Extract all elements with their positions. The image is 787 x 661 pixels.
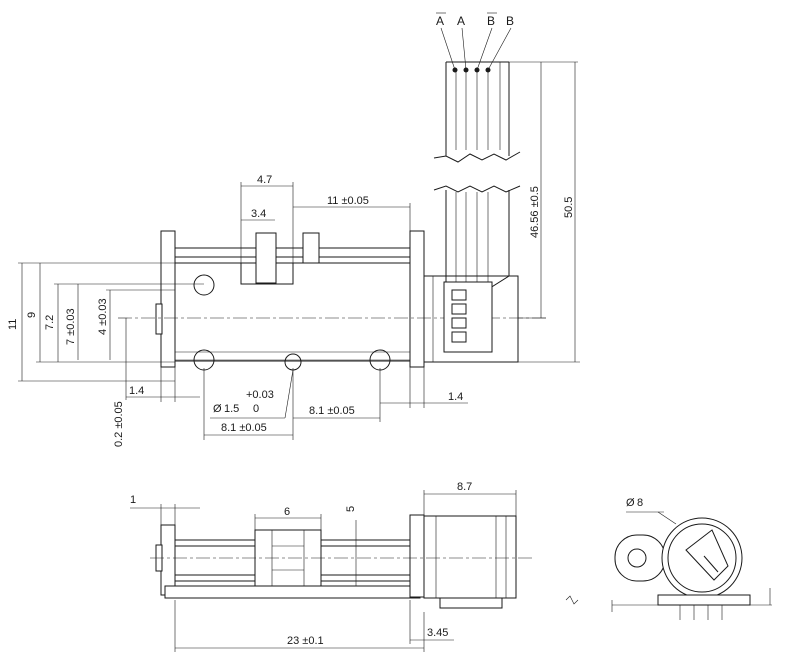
- dim-hole-tol-lower: 0: [253, 403, 259, 415]
- mount-hole-3: [284, 353, 302, 371]
- side-base-plate: [164, 585, 421, 599]
- dim-3-4: 3.4: [251, 208, 266, 220]
- end-bracket-right: [409, 230, 425, 368]
- dim-dia-8-symbol: Ø: [626, 497, 635, 509]
- side-view: [150, 514, 532, 609]
- dim-0-2: 0.2 ±0.05: [113, 401, 125, 447]
- dim-23: 23 ±0.1: [287, 635, 324, 647]
- pin-label-4: B: [506, 14, 514, 28]
- dim-9: 9: [26, 312, 38, 318]
- end-clamp: [614, 534, 666, 582]
- dim-hole-tol-upper: +0.03: [246, 389, 274, 401]
- top-dimensions: 4.7 3.4 11 ±0.05 46.56 ±0.5 50.5 11 9 7.…: [7, 61, 580, 447]
- end-base: [657, 594, 751, 606]
- dim-7-tol: 7 ±0.03: [65, 308, 77, 345]
- pin-label-3: B: [487, 14, 495, 28]
- side-bracket-right: [409, 514, 425, 598]
- dim-11: 11: [7, 319, 19, 330]
- dim-6: 6: [284, 506, 290, 518]
- side-motor: [423, 515, 517, 599]
- dim-11-tol: 11 ±0.05: [327, 195, 369, 207]
- dim-8-1-right: 8.1 ±0.05: [309, 405, 355, 417]
- dim-7-2: 7.2: [44, 315, 56, 330]
- pin-label-2: A: [457, 14, 465, 28]
- side-dimensions: 1 6 5 8.7 23 ±0.1 3.45: [130, 481, 517, 652]
- end-bracket-left: [160, 230, 176, 368]
- dim-8-7: 8.7: [457, 481, 472, 493]
- dim-50-5: 50.5: [563, 197, 575, 218]
- bearing-left: [155, 303, 163, 335]
- dim-hole-dia: 1.5: [224, 403, 239, 415]
- side-connector: [439, 597, 503, 609]
- end-motor-circle: [661, 517, 743, 599]
- dim-1: 1: [130, 494, 136, 506]
- side-bracket-left: [160, 524, 176, 596]
- dim-1-4-right: 1.4: [448, 391, 463, 403]
- slider-nut: [255, 232, 277, 284]
- dim-1-4-left: 1.4: [129, 385, 144, 397]
- dim-5: 5: [345, 506, 357, 512]
- slider-tab: [302, 232, 320, 264]
- dim-hole-dia-symbol: Ø: [213, 403, 222, 415]
- pin-labels: A A B B: [436, 12, 514, 73]
- dim-8-1-left: 8.1 ±0.05: [221, 422, 267, 434]
- fpc-cable: [433, 61, 521, 353]
- dim-46-56: 46.56 ±0.5: [529, 186, 541, 238]
- end-view: Ø 8: [565, 497, 772, 620]
- dim-4-tol: 4 ±0.03: [97, 298, 109, 335]
- dim-4-7: 4.7: [257, 174, 272, 186]
- dim-3-45: 3.45: [427, 627, 448, 639]
- connector-pads: [443, 281, 493, 353]
- pin-label-1: A: [436, 14, 444, 28]
- mount-hole-1: [193, 274, 215, 296]
- dim-dia-8: 8: [637, 497, 643, 509]
